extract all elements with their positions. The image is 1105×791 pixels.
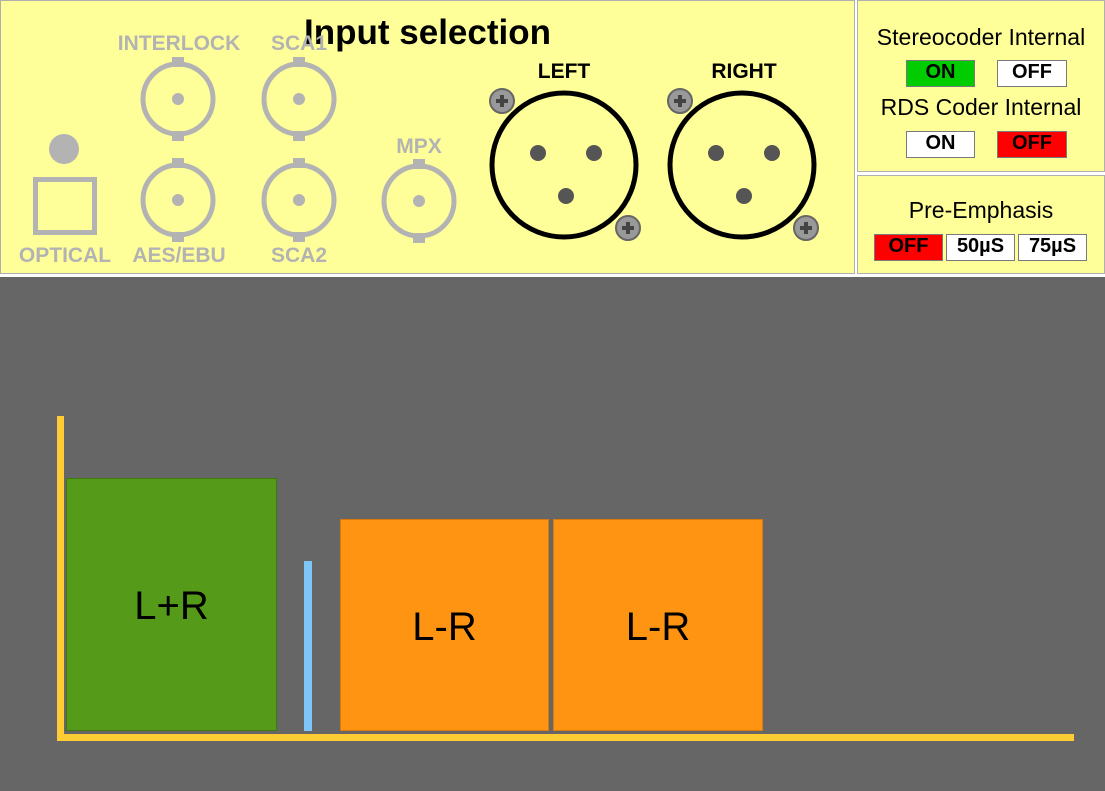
rds-off-button[interactable]: OFF (997, 131, 1067, 158)
x-axis-line (57, 734, 1074, 741)
pre-emphasis-panel: Pre-Emphasis OFF 50µS 75µS (857, 175, 1105, 274)
l-minus-r-upper-label: L-R (625, 605, 691, 649)
sca2-bnc-connector-icon[interactable] (258, 158, 340, 242)
screw-icon (793, 215, 819, 241)
pre-emphasis-75us-button[interactable]: 75µS (1018, 234, 1087, 261)
y-axis-line (57, 416, 64, 741)
screw-icon (489, 88, 515, 114)
optical-indicator-dot (49, 134, 79, 164)
input-selection-title: Input selection (304, 13, 551, 52)
screw-icon (667, 88, 693, 114)
stereocoder-on-button[interactable]: ON (906, 60, 975, 87)
input-selection-panel: Input selection OPTICAL INTERLOCK AES/EB… (0, 0, 855, 274)
l-plus-r-label: L+R (134, 584, 209, 628)
sca1-bnc-connector-icon[interactable] (258, 57, 340, 141)
interlock-bnc-connector-icon[interactable] (137, 57, 219, 141)
mpx-spectrum-display: L+R L-R L-R (0, 277, 1105, 791)
l-minus-r-lower-block: L-R (340, 519, 549, 731)
mpx-bnc-connector-icon[interactable] (378, 159, 460, 243)
interlock-label: INTERLOCK (117, 32, 241, 55)
right-label: RIGHT (711, 60, 777, 83)
pre-emphasis-50us-button[interactable]: 50µS (946, 234, 1015, 261)
coder-settings-panel: Stereocoder Internal ON OFF RDS Coder In… (857, 0, 1105, 172)
sca1-label: SCA1 (270, 32, 328, 55)
rds-coder-label: RDS Coder Internal (880, 94, 1082, 120)
stereocoder-label: Stereocoder Internal (876, 24, 1086, 50)
pre-emphasis-label: Pre-Emphasis (908, 197, 1054, 223)
l-plus-r-block: L+R (66, 478, 277, 731)
pre-emphasis-off-button[interactable]: OFF (874, 234, 943, 261)
left-label: LEFT (537, 60, 591, 83)
stereocoder-off-button[interactable]: OFF (997, 60, 1067, 87)
mpx-label: MPX (396, 135, 442, 158)
aes-ebu-bnc-connector-icon[interactable] (137, 158, 219, 242)
screw-icon (615, 215, 641, 241)
right-xlr-connector-icon[interactable] (663, 85, 823, 245)
optical-label: OPTICAL (18, 244, 112, 267)
aes-ebu-label: AES/EBU (132, 244, 226, 267)
l-minus-r-upper-block: L-R (553, 519, 763, 731)
sca2-label: SCA2 (270, 244, 328, 267)
l-minus-r-lower-label: L-R (412, 605, 477, 649)
optical-connector-icon[interactable] (33, 177, 97, 235)
left-xlr-connector-icon[interactable] (485, 85, 645, 245)
pilot-tone-marker (304, 561, 312, 731)
rds-on-button[interactable]: ON (906, 131, 975, 158)
